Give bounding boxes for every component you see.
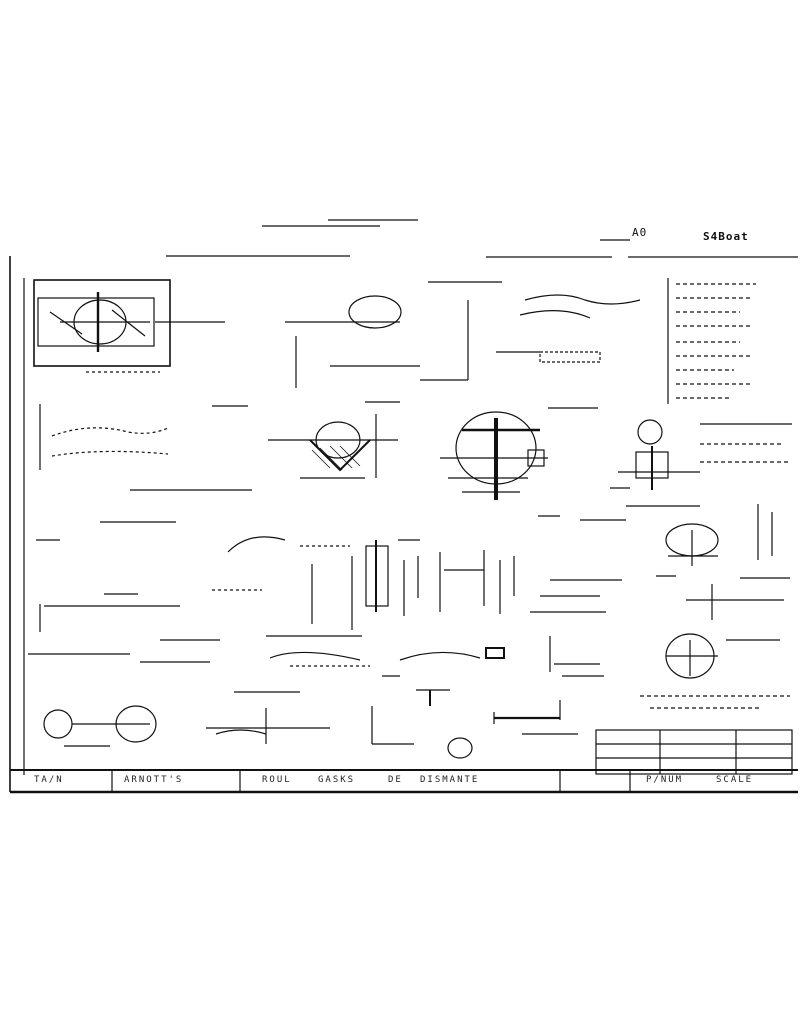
title-block-cell-1: TA/N — [34, 775, 64, 785]
title-block-cell-4: GASKS — [318, 775, 356, 785]
title-block-cell-6: DISMANTE — [420, 775, 480, 785]
detail-11 — [28, 593, 220, 663]
title-block-cell-8: SCALE — [716, 775, 754, 785]
detail-1 — [49, 292, 225, 373]
detail-12 — [269, 636, 604, 691]
sheet-label: S4Boat — [703, 230, 749, 243]
detail-2 — [285, 281, 502, 388]
title-block-cell-7: P/NUM — [646, 775, 684, 785]
detail-8 — [212, 536, 420, 637]
detail-13 — [640, 633, 790, 709]
detail-15 — [371, 690, 578, 759]
title-block-cell-5: DE — [388, 775, 403, 785]
title-block-cell-3: ROUL — [262, 775, 292, 785]
detail-4 — [36, 404, 252, 541]
detail-5 — [268, 401, 400, 479]
detail-7 — [610, 419, 792, 507]
detail-10 — [656, 504, 790, 620]
sheet-code: A0 — [632, 226, 648, 239]
detail-14 — [43, 691, 330, 747]
title-block-cell-2: ARNOTT'S — [124, 775, 184, 785]
detail-3 — [496, 278, 756, 404]
detail-6 — [440, 407, 598, 500]
detail-9 — [439, 515, 626, 614]
